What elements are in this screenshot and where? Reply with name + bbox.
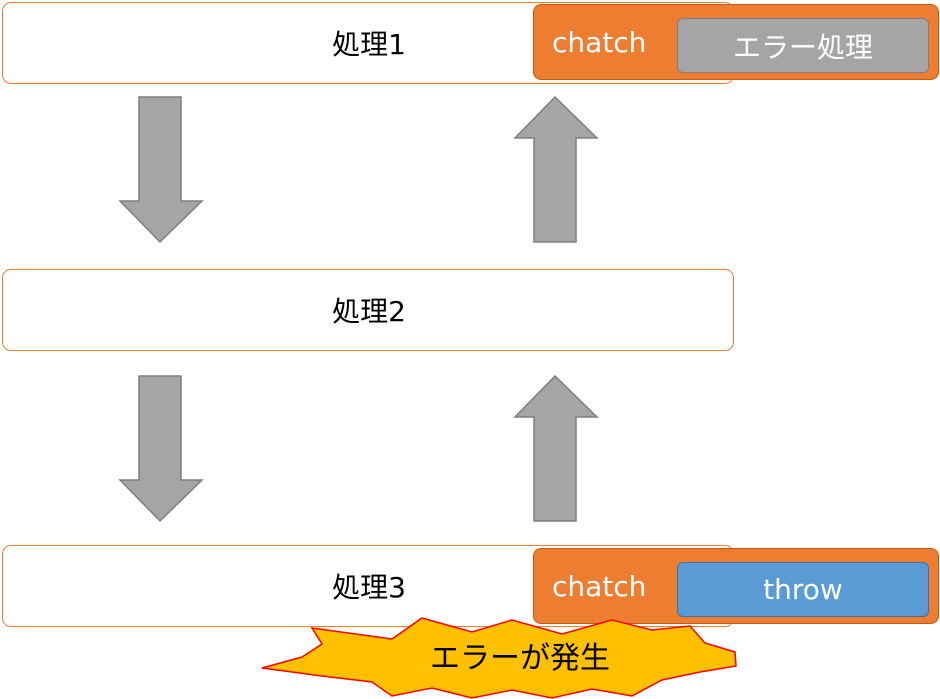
down-arrow-1 bbox=[118, 96, 204, 244]
process-label-3: 処理3 bbox=[332, 571, 406, 604]
catch-keyword-2: chatch bbox=[552, 569, 647, 603]
process-box-2: 処理2 bbox=[2, 269, 734, 351]
throw-button: throw bbox=[677, 562, 929, 617]
process-label-1: 処理1 bbox=[332, 28, 406, 61]
error-burst-label: エラーが発生 bbox=[430, 641, 610, 676]
catch-block-1: chatch エラー処理 bbox=[533, 4, 939, 80]
process-label-2: 処理2 bbox=[332, 295, 406, 328]
error-handling-button: エラー処理 bbox=[677, 18, 929, 73]
up-arrow-1 bbox=[513, 96, 599, 243]
down-arrow-2 bbox=[118, 375, 204, 523]
catch-block-2: chatch throw bbox=[533, 548, 939, 624]
up-arrow-2 bbox=[513, 375, 599, 522]
catch-keyword-1: chatch bbox=[552, 25, 647, 59]
